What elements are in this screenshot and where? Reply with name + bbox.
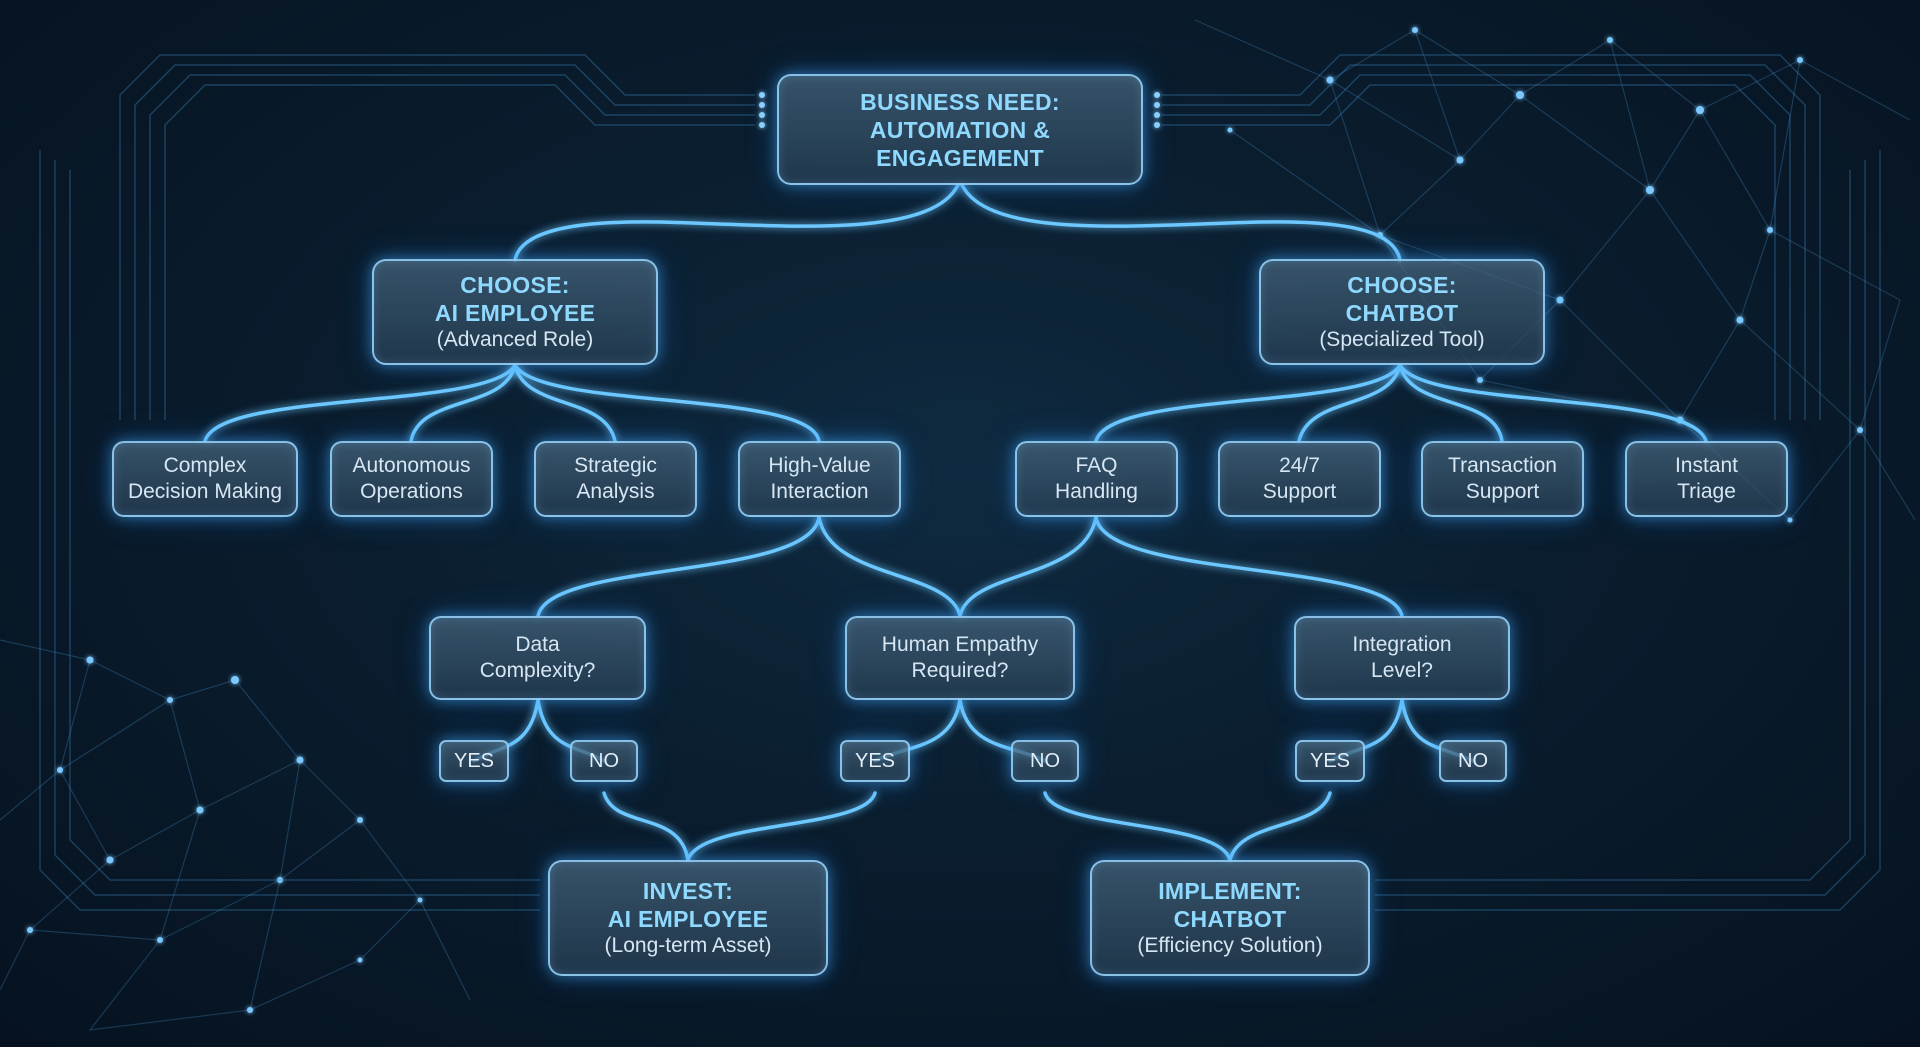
circuit-traces [39, 54, 1881, 911]
connector-highvalue-data [536, 515, 821, 618]
outcome-invest-ai-employee: INVEST: AI EMPLOYEE (Long-term Asset) [548, 860, 828, 976]
feature-line1: Transaction [1448, 454, 1557, 477]
root-title-line1: BUSINESS NEED: [860, 88, 1060, 115]
root-title-line2: AUTOMATION & [869, 116, 1051, 143]
outcome-chatbot-line1: IMPLEMENT: [1158, 878, 1302, 904]
feature-line2: Decision Making [127, 480, 283, 503]
connector-root-ai [513, 183, 960, 262]
question-line1: Integration [1352, 633, 1452, 656]
connector-ai-strategic [513, 363, 617, 443]
outcome-chatbot-line2: CHATBOT [1173, 906, 1287, 932]
choose-chatbot-line2: CHATBOT [1345, 300, 1459, 326]
feature-line1: Autonomous [352, 454, 471, 477]
outcome-ai-line2: AI EMPLOYEE [607, 906, 769, 932]
outcome-ai-line1: INVEST: [642, 878, 734, 904]
feature-line2: Interaction [770, 480, 869, 503]
connector-chatbot-transaction [1398, 363, 1504, 443]
connector-chatbot-247 [1297, 363, 1402, 443]
feature-line1: FAQ [1075, 454, 1118, 477]
feature-transaction-support: Transaction Support [1421, 441, 1584, 517]
choose-chatbot-line1: CHOOSE: [1347, 272, 1457, 298]
feature-complex-decision-making: Complex Decision Making [112, 441, 298, 517]
connector-ai-complex [203, 363, 517, 443]
question-line2: Complexity? [479, 659, 596, 682]
outcome-chatbot-line3: (Efficiency Solution) [1137, 934, 1323, 957]
connector-no-invest [602, 791, 690, 862]
connector-ai-autonomous [409, 363, 517, 443]
feature-instant-triage: Instant Triage [1625, 441, 1788, 517]
answer-empathy-no: NO [1011, 740, 1079, 782]
choose-chatbot-line3: (Specialized Tool) [1319, 328, 1485, 351]
outcome-implement-chatbot: IMPLEMENT: CHATBOT (Efficiency Solution) [1090, 860, 1370, 976]
feature-line2: Support [1465, 480, 1540, 503]
circuit-pins [759, 92, 1160, 128]
feature-line2: Support [1262, 480, 1337, 503]
answer-data-yes: YES [439, 740, 509, 782]
connector-ai-highvalue [513, 363, 821, 443]
answer-label: NO [1030, 750, 1060, 772]
feature-line1: Instant [1674, 454, 1739, 477]
choose-ai-line1: CHOOSE: [460, 272, 570, 298]
connector-faq-integration [1094, 515, 1404, 618]
feature-line2: Operations [360, 480, 463, 503]
answer-label: NO [1458, 750, 1488, 772]
question-line1: Human Empathy [881, 633, 1039, 656]
network-nodes-bottom-left [27, 656, 423, 1013]
question-integration-level: Integration Level? [1294, 616, 1510, 700]
outcome-ai-line3: (Long-term Asset) [604, 934, 772, 957]
feature-line1: 24/7 [1279, 454, 1320, 477]
feature-line2: Handling [1055, 480, 1138, 503]
connector-chatbot-faq [1094, 363, 1402, 443]
answer-data-no: NO [570, 740, 638, 782]
choose-ai-line3: (Advanced Role) [436, 328, 594, 351]
question-line1: Data [515, 633, 560, 656]
feature-line2: Triage [1677, 480, 1736, 503]
feature-line1: Strategic [574, 454, 657, 477]
answer-label: YES [854, 750, 896, 772]
root-node-business-need: BUSINESS NEED: AUTOMATION & ENGAGEMENT [777, 74, 1143, 185]
choose-ai-line2: AI EMPLOYEE [434, 300, 596, 326]
answer-empathy-yes: YES [840, 740, 910, 782]
choose-chatbot-node: CHOOSE: CHATBOT (Specialized Tool) [1259, 259, 1545, 365]
connector-chatbot-triage [1398, 363, 1708, 443]
answer-label: NO [589, 750, 619, 772]
choose-ai-employee-node: CHOOSE: AI EMPLOYEE (Advanced Role) [372, 259, 658, 365]
answer-label: YES [453, 750, 495, 772]
answer-label: YES [1309, 750, 1351, 772]
connector-no-implement [1043, 791, 1232, 862]
feature-faq-handling: FAQ Handling [1015, 441, 1178, 517]
question-line2: Required? [911, 659, 1009, 682]
answer-integration-no: NO [1439, 740, 1507, 782]
feature-high-value-interaction: High-Value Interaction [738, 441, 901, 517]
feature-strategic-analysis: Strategic Analysis [534, 441, 697, 517]
feature-line1: Complex [163, 454, 247, 477]
connector-yes-implement [1228, 791, 1332, 862]
answer-integration-yes: YES [1295, 740, 1365, 782]
question-line2: Level? [1371, 659, 1433, 682]
question-data-complexity: Data Complexity? [429, 616, 646, 700]
feature-line1: High-Value [768, 454, 871, 477]
feature-line2: Analysis [576, 480, 655, 503]
question-human-empathy: Human Empathy Required? [845, 616, 1075, 700]
connector-yes-invest [686, 791, 877, 862]
connector-faq-empathy [958, 515, 1098, 618]
root-title-line3: ENGAGEMENT [876, 144, 1044, 171]
feature-autonomous-operations: Autonomous Operations [330, 441, 493, 517]
connector-highvalue-empathy [817, 515, 962, 618]
connector-root-chatbot [960, 183, 1402, 262]
feature-24-7-support: 24/7 Support [1218, 441, 1381, 517]
